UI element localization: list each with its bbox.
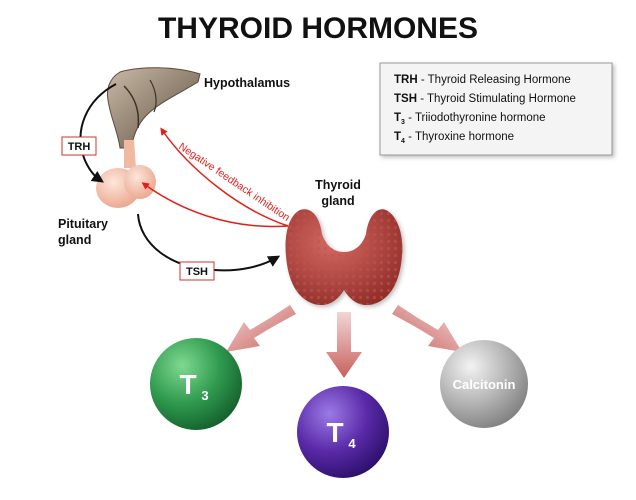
pituitary-label-line2: gland	[58, 233, 91, 247]
calcitonin-sphere: Calcitonin	[440, 340, 528, 428]
tsh-box-label: TSH	[186, 266, 208, 278]
output-arrow-t4	[326, 312, 362, 378]
t3-letter: T	[179, 369, 196, 400]
legend-item: T4 - Thyroxine hormone	[394, 131, 514, 145]
legend-box: TRH - Thyroid Releasing Hormone TSH - Th…	[379, 62, 613, 156]
hypothalamus-illustration	[107, 67, 201, 149]
t4-subscript: 4	[348, 436, 356, 451]
thyroid-gland-illustration	[285, 209, 403, 306]
t3-subscript: 3	[201, 388, 208, 403]
t4-sphere: T 4	[297, 386, 389, 478]
thyroid-label-line1: Thyroid	[315, 178, 361, 192]
calcitonin-label: Calcitonin	[453, 377, 516, 392]
feedback-arrow-pituitary	[141, 182, 289, 228]
legend-item: T3 - Triiodothyronine hormone	[394, 112, 546, 126]
output-arrow-t3	[226, 305, 296, 352]
feedback-arrow-hypothalamus	[160, 127, 289, 227]
legend-item: TSH - Thyroid Stimulating Hormone	[394, 93, 576, 105]
trh-arrow	[79, 83, 117, 183]
legend-item: TRH - Thyroid Releasing Hormone	[394, 74, 571, 86]
pituitary-illustration	[96, 140, 156, 208]
output-arrow-calcitonin	[392, 305, 462, 352]
page-title: THYROID HORMONES	[158, 12, 478, 45]
trh-box	[61, 136, 97, 156]
t4-letter: T	[326, 417, 343, 448]
hypothalamus-label: Hypothalamus	[204, 76, 290, 90]
trh-box-label: TRH	[68, 141, 91, 153]
t3-sphere: T 3	[150, 338, 242, 430]
thyroid-label-line2: gland	[321, 194, 354, 208]
pituitary-label-line1: Pituitary	[58, 217, 108, 231]
tsh-box	[179, 261, 215, 281]
